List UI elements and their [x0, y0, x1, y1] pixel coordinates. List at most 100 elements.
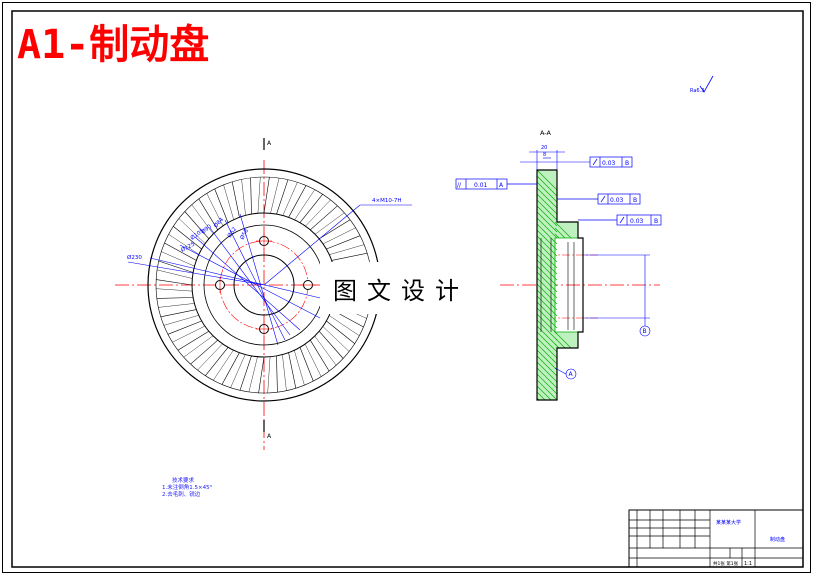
- vent-line: [190, 339, 218, 365]
- vent-line: [160, 309, 197, 318]
- vent-line: [276, 179, 289, 215]
- vent-line: [248, 356, 258, 392]
- top-dimensions: 20 8: [520, 145, 590, 170]
- vent-line: [263, 177, 270, 214]
- hatch-line: [536, 169, 558, 191]
- vent-line: [326, 235, 361, 250]
- tol-datum: B: [625, 160, 629, 167]
- hatch-line: [536, 187, 558, 209]
- hatch-line: [554, 343, 560, 349]
- section-view: A-A 20 8: [455, 129, 662, 401]
- diameter-label: Ø90: [200, 223, 214, 236]
- tol-value: 0.03: [610, 197, 624, 204]
- hatch-line: [536, 361, 558, 383]
- hatch-line: [536, 229, 558, 251]
- hatch-line: [536, 193, 558, 215]
- vent-line: [318, 331, 344, 359]
- vent-line: [206, 193, 224, 226]
- tb-sheet: 共1张 第1张: [713, 560, 739, 567]
- hatch-line: [536, 271, 558, 293]
- vent-line: [172, 325, 205, 343]
- tol-symbol: //: [457, 182, 462, 189]
- hatch-line: [554, 233, 560, 239]
- hatch-line: [536, 367, 558, 389]
- vent-line: [156, 297, 194, 299]
- hatch-lines: [536, 169, 572, 401]
- vent-line: [191, 204, 214, 235]
- vent-line: [282, 182, 298, 216]
- hatch-line: [536, 199, 558, 221]
- vent-line: [310, 340, 330, 372]
- tolerance-frame-parallel: // 0.01 A: [455, 178, 537, 190]
- vent-line: [299, 194, 323, 223]
- vent-line: [239, 355, 252, 391]
- vent-line: [163, 315, 199, 326]
- hatch-line: [536, 355, 558, 377]
- diameter-label: Ø58: [239, 227, 251, 241]
- vent-line: [167, 320, 202, 335]
- vent-line: [156, 288, 193, 292]
- vent-line: [221, 352, 240, 385]
- hatch-line: [536, 277, 558, 299]
- vent-line: [323, 227, 356, 245]
- diameter-label: Ø84: [212, 216, 225, 229]
- hatch-line: [536, 337, 558, 359]
- hatch-line: [536, 181, 558, 203]
- technical-notes: 技术要求 1.未注倒角1.5×45° 2.去毛刺、锐边: [162, 478, 212, 499]
- hatch-line: [536, 217, 558, 239]
- hatch-line: [536, 379, 558, 401]
- vent-line: [314, 212, 345, 235]
- hatch-line: [536, 319, 558, 341]
- vent-line: [288, 185, 307, 218]
- watermark-box: 图文设计: [320, 262, 482, 314]
- hatch-line: [536, 331, 558, 353]
- tolerance-frame-mid: 0.03 B: [557, 193, 641, 205]
- vent-line: [214, 188, 229, 223]
- diameter-leaders: [127, 204, 412, 346]
- datum-b-label: B: [643, 328, 647, 335]
- vent-line: [198, 198, 218, 230]
- inner-border: [11, 10, 804, 568]
- vent-line: [294, 350, 305, 386]
- vent-line: [157, 269, 193, 279]
- dim-hub: 8: [543, 152, 546, 158]
- vent-line: [329, 244, 365, 255]
- hatch-line: [536, 283, 558, 305]
- vent-line: [213, 350, 234, 381]
- hatch-line: [536, 265, 558, 287]
- hatch-line: [536, 211, 558, 233]
- vent-line: [156, 279, 193, 286]
- thread-callout: 4×M10-7H: [372, 198, 401, 204]
- vent-line: [158, 303, 195, 308]
- tolerance-frame-low: 0.03 B: [578, 214, 662, 226]
- hatch-line: [536, 289, 558, 311]
- hatch-line: [536, 205, 558, 227]
- vent-line: [161, 251, 195, 267]
- hatch-line: [536, 307, 558, 329]
- vent-line: [197, 343, 223, 371]
- vent-line: [230, 354, 246, 388]
- cut-label-top: A: [267, 140, 272, 147]
- right-dimensions: B A: [554, 254, 651, 380]
- vent-line: [270, 178, 280, 214]
- title-block: 某某某大学 制动盘 1:1 共1张 第1张: [628, 509, 804, 568]
- vent-line: [231, 181, 240, 218]
- vent-line: [205, 347, 229, 376]
- cooling-vents: [156, 177, 372, 393]
- vent-line: [329, 315, 360, 336]
- vent-line: [282, 354, 287, 391]
- cut-label-bottom: A: [267, 433, 272, 440]
- hatch-line: [536, 313, 558, 335]
- diameter-label: Ø230: [127, 254, 142, 261]
- roughness-label: Ra6.3: [690, 88, 704, 94]
- hatch-line: [536, 343, 558, 365]
- hatch-line: [554, 331, 572, 349]
- vent-line: [184, 211, 210, 239]
- hatch-line: [536, 349, 558, 371]
- tol-datum: B: [654, 218, 658, 225]
- dim-overall: 20: [541, 145, 547, 151]
- vent-line: [178, 218, 206, 244]
- notes-line-1: 1.未注倒角1.5×45°: [162, 485, 213, 491]
